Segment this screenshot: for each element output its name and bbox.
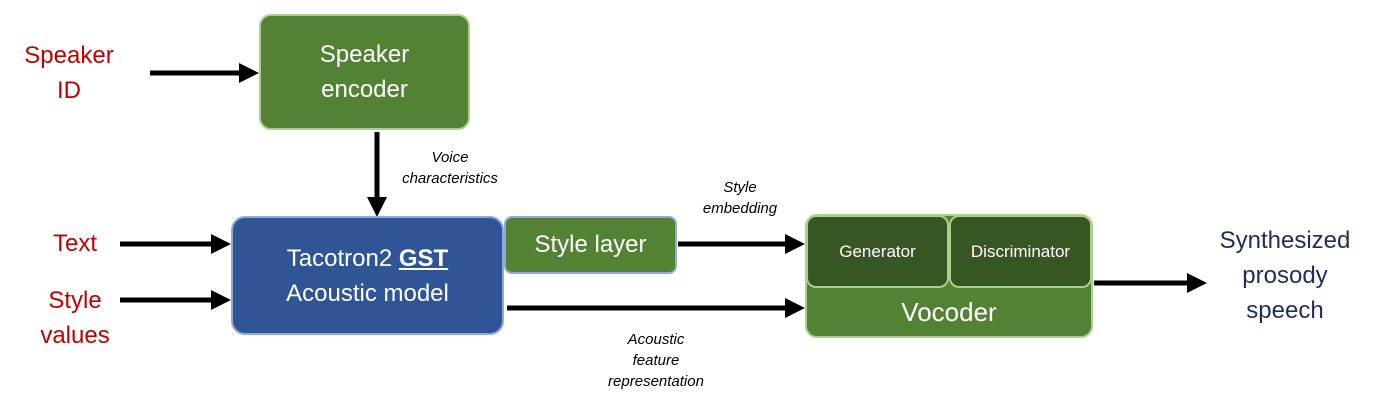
speaker-encoder-block: Speaker encoder bbox=[259, 14, 470, 130]
acoustic-model-subtitle: Acoustic model bbox=[286, 279, 449, 307]
input-style-values: Style values bbox=[40, 287, 110, 349]
input-speaker-id: Speaker ID bbox=[24, 42, 114, 104]
acoustic-model-block: Tacotron2 GST Acoustic model bbox=[231, 216, 504, 335]
generator-block: Generator bbox=[806, 215, 949, 288]
gst-emphasis: GST bbox=[398, 244, 449, 272]
output-synthesized-speech: Synthesized prosody speech bbox=[1219, 227, 1351, 324]
input-text: Text bbox=[52, 230, 97, 257]
discriminator-block: Discriminator bbox=[949, 215, 1092, 288]
acoustic-model-name: Tacotron2 bbox=[286, 244, 399, 272]
style-layer-block: Style layer bbox=[504, 216, 677, 274]
acoustic-feature-representation-note: Acoustic feature representation bbox=[608, 331, 704, 390]
style-embedding-note: Style embedding bbox=[702, 179, 778, 217]
voice-characteristics-note: Voice characteristics bbox=[402, 149, 498, 187]
